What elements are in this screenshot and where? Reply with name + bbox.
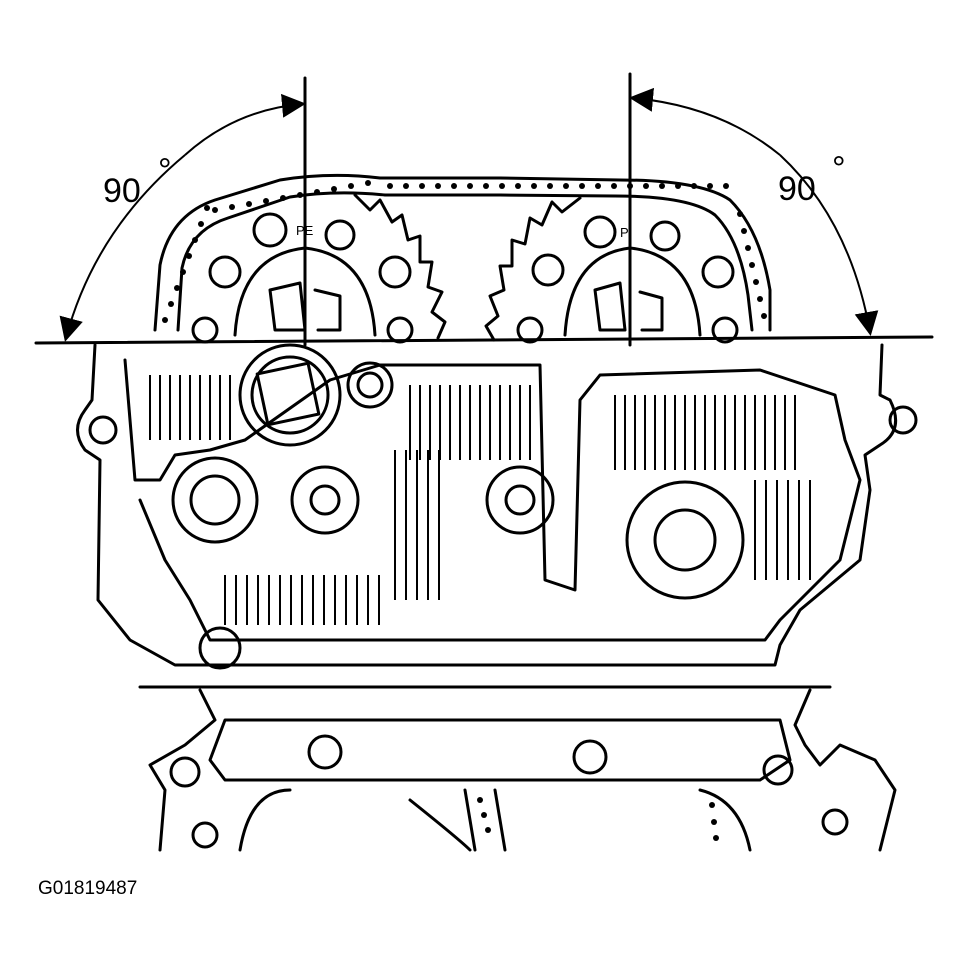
right-sprocket-mark: PI (620, 225, 632, 240)
chain-pin (280, 195, 286, 201)
chain-pin (749, 262, 755, 268)
chain-pin (348, 183, 354, 189)
timing-chain (153, 173, 772, 332)
chain-pin (419, 183, 425, 189)
horizontal-reference-line (34, 335, 934, 345)
chain-pin (499, 183, 505, 189)
chain-pin (711, 819, 717, 825)
left-angle-arc (59, 154, 186, 342)
chain-link-pins (162, 180, 767, 323)
figure-id: G01819487 (38, 878, 138, 899)
chain-pin (737, 211, 743, 217)
chain-pin (707, 183, 713, 189)
cylinder-head (76, 343, 918, 670)
chain-pin (675, 183, 681, 189)
chain-pin (659, 183, 665, 189)
right-camshaft-sprocket: PI (516, 215, 739, 344)
chain-pin (531, 183, 537, 189)
chain-pin (713, 835, 719, 841)
chain-pin (691, 183, 697, 189)
left-degree-symbol: ° (158, 152, 172, 190)
chain-pin (741, 228, 747, 234)
chain-pin (643, 183, 649, 189)
chain-pin (180, 269, 186, 275)
chain-pin (515, 183, 521, 189)
chain-pin (579, 183, 585, 189)
chain-pin (229, 204, 235, 210)
chain-pin (745, 245, 751, 251)
chain-pin (753, 279, 759, 285)
chain-pin (709, 802, 715, 808)
chain-pin (263, 198, 269, 204)
chain-pin (403, 183, 409, 189)
chain-pin (595, 183, 601, 189)
chain-pin (451, 183, 457, 189)
chain-pin (477, 797, 483, 803)
chain-pin (192, 237, 198, 243)
right-angle-label: 90 (778, 170, 816, 208)
left-angle-arc-top (184, 93, 306, 156)
chain-pin (483, 183, 489, 189)
chain-pin (365, 180, 371, 186)
right-angle-arc-top (629, 87, 781, 156)
engine-block (138, 685, 897, 852)
chain-pin (563, 183, 569, 189)
chain-pin (246, 201, 252, 207)
right-angle-arc (779, 154, 879, 336)
hatching-lines (149, 375, 811, 625)
chain-pin (162, 317, 168, 323)
left-angle-label: 90 (103, 172, 141, 210)
chain-pin (481, 812, 487, 818)
chain-pin (723, 183, 729, 189)
chain-pin (331, 186, 337, 192)
lower-chain-pins (477, 797, 719, 841)
square-drive-plug (238, 343, 342, 447)
right-gear-teeth (484, 196, 582, 342)
chain-pin (314, 189, 320, 195)
chain-pin (467, 183, 473, 189)
chain-pin (204, 205, 210, 211)
small-bolt (346, 361, 394, 409)
chain-pin (168, 301, 174, 307)
chain-pin (198, 221, 204, 227)
chain-pin (174, 285, 180, 291)
left-camshaft-sprocket: PE (191, 212, 414, 344)
chain-pin (435, 183, 441, 189)
chain-pin (485, 827, 491, 833)
chain-pin (387, 183, 393, 189)
chain-pin (547, 183, 553, 189)
left-gear-teeth (353, 193, 447, 340)
chain-pin (627, 183, 633, 189)
chain-pin (186, 253, 192, 259)
chain-pin (761, 313, 767, 319)
right-degree-symbol: ° (832, 150, 846, 188)
chain-pin (212, 207, 218, 213)
chain-pin (611, 183, 617, 189)
left-sprocket-mark: PE (296, 223, 314, 238)
chain-pin (757, 296, 763, 302)
chain-pin (297, 192, 303, 198)
